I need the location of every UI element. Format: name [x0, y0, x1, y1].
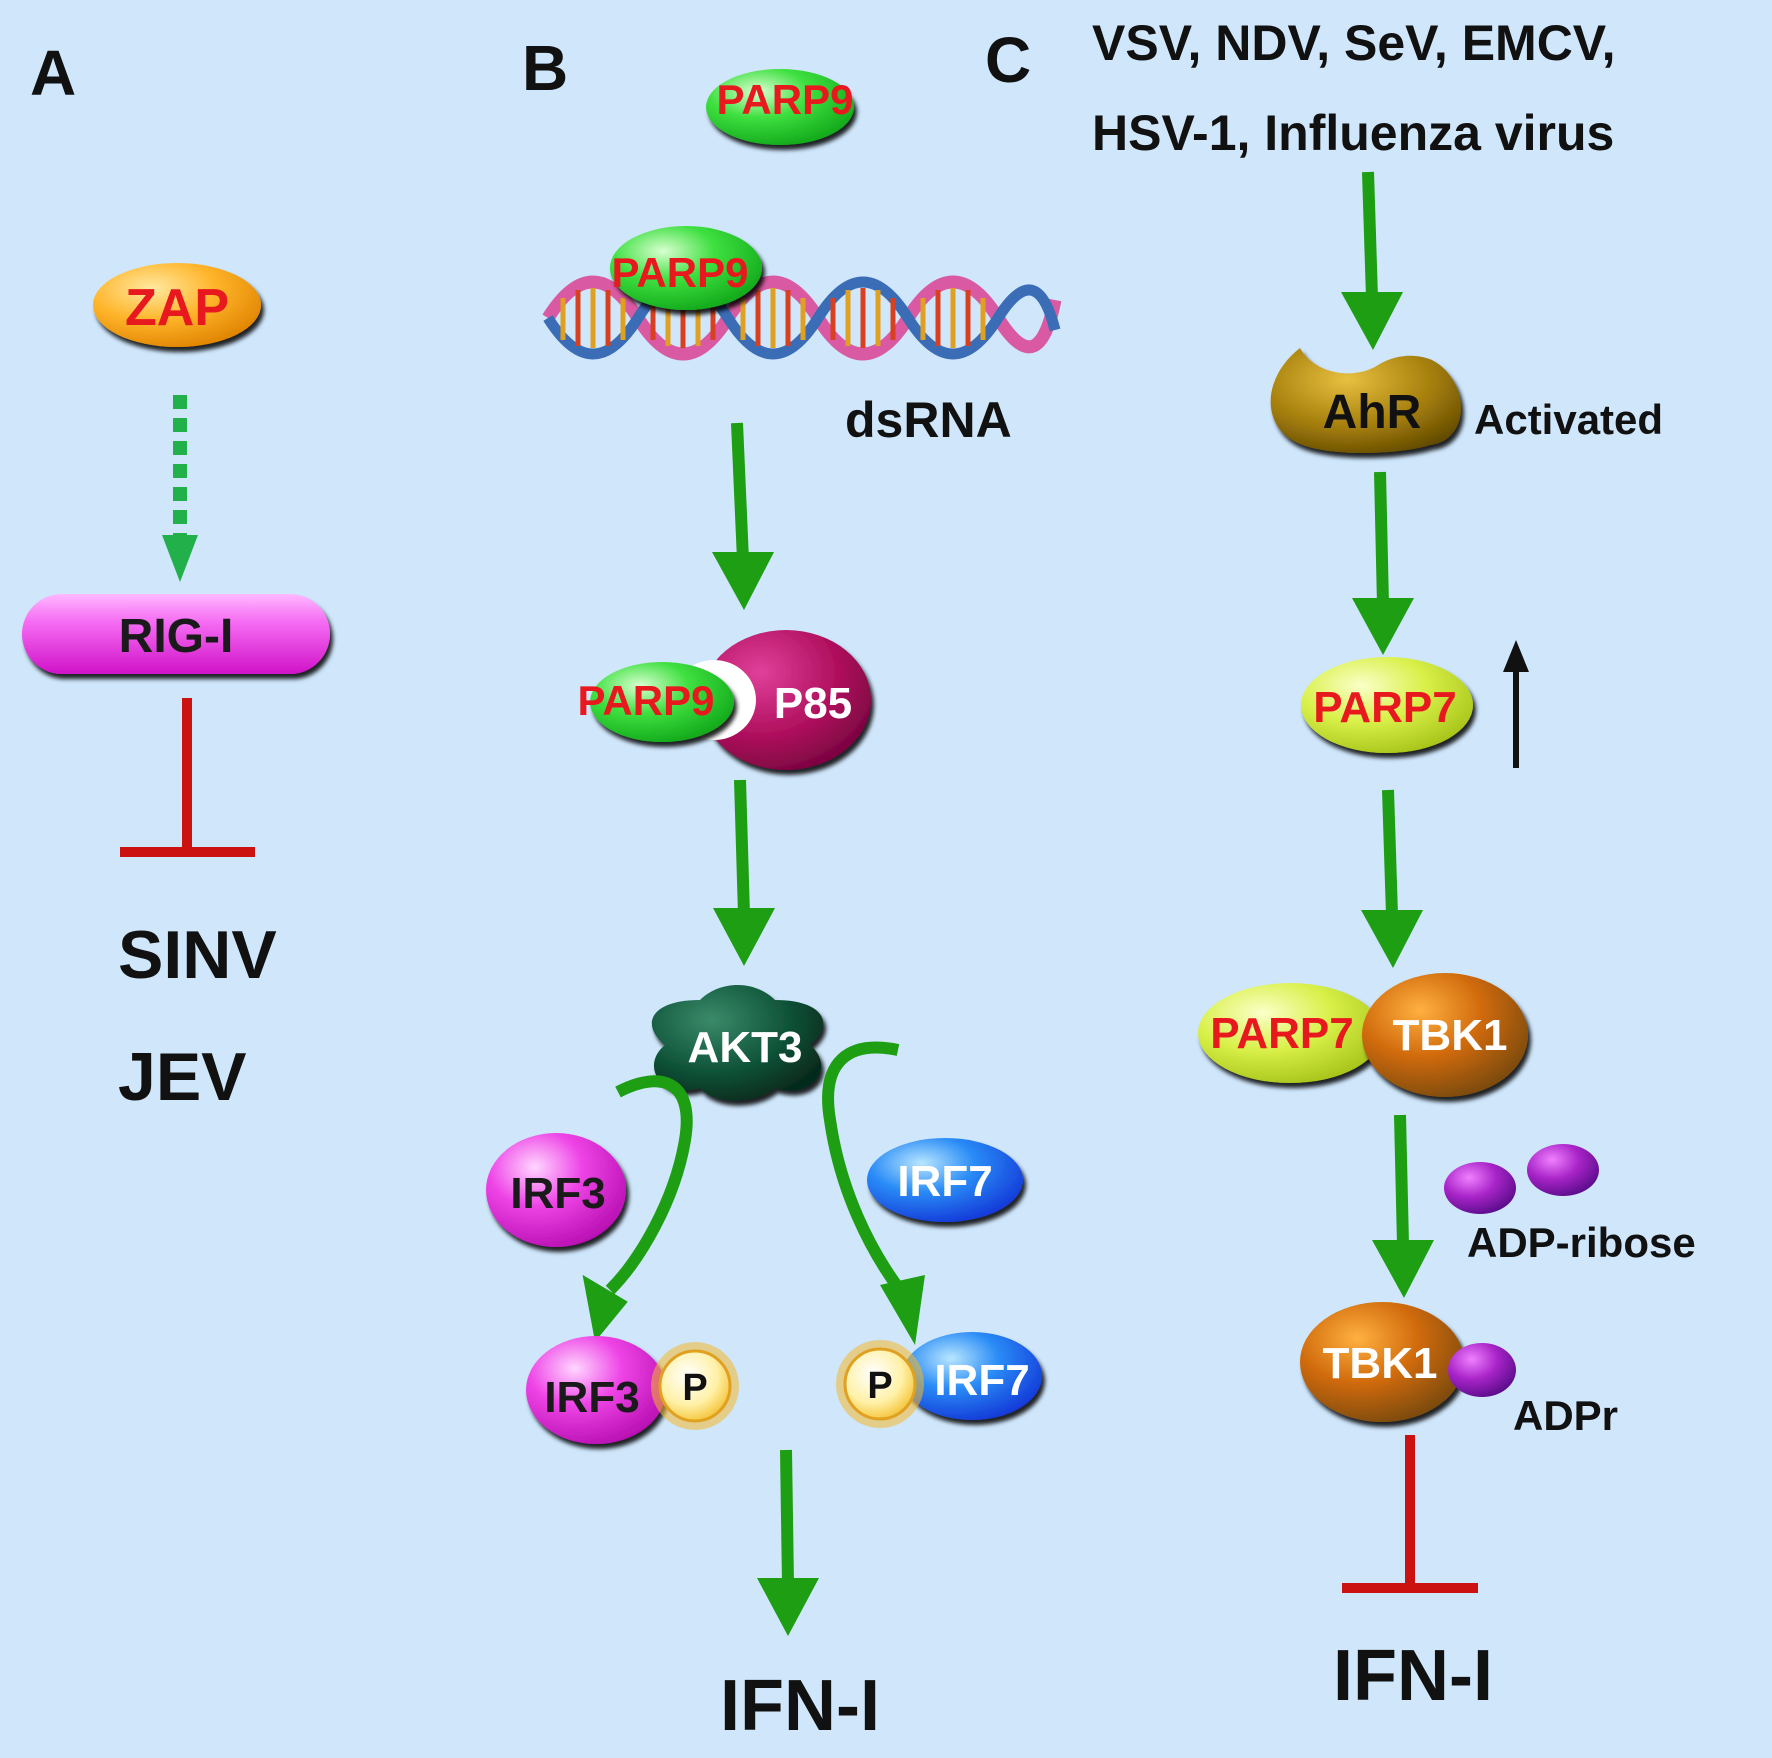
- rig-i-protein: RIG-I: [22, 594, 330, 674]
- activated-label: Activated: [1474, 396, 1663, 443]
- zap-label: ZAP: [125, 279, 229, 337]
- tbk1-adpr-complex: TBK1: [1300, 1302, 1516, 1422]
- virus-jev-label: JEV: [118, 1039, 247, 1115]
- parp7-protein: PARP7: [1301, 657, 1473, 753]
- panel-a-letter: A: [30, 37, 76, 109]
- upregulation-arrow-icon: [1503, 640, 1529, 768]
- virus-list-line1: VSV, NDV, SeV, EMCV,: [1092, 15, 1615, 71]
- rigi-inhibition-bar: [120, 698, 255, 857]
- dsrna-label: dsRNA: [845, 392, 1012, 448]
- tbk1-complex-label: TBK1: [1393, 1011, 1508, 1060]
- phosphate-label: P: [682, 1367, 707, 1409]
- phosphate-icon: P: [651, 1342, 739, 1430]
- parp9-complex-label: PARP9: [578, 677, 715, 724]
- arrow-complex-to-tbk1: [1372, 1114, 1434, 1298]
- parp9-bound-label: PARP9: [612, 249, 749, 296]
- irf7-label: IRF7: [897, 1157, 992, 1206]
- irf3-phosphorylated: IRF3 P: [526, 1336, 739, 1444]
- arrow-p85-to-akt3: [713, 779, 775, 966]
- phosphate-label: P: [867, 1365, 892, 1407]
- zap-protein: ZAP: [93, 263, 261, 347]
- irf7-p-label: IRF7: [934, 1356, 1029, 1405]
- arrow-parp7-to-tbk1: [1361, 789, 1423, 968]
- virus-list-line2: HSV-1, Influenza virus: [1092, 105, 1614, 161]
- parp7-label: PARP7: [1313, 683, 1456, 732]
- irf3-protein: IRF3: [486, 1133, 626, 1247]
- ahr-label: AhR: [1323, 386, 1422, 439]
- irf3-p-label: IRF3: [544, 1373, 639, 1422]
- zap-to-rigi-dashed-arrow: [162, 395, 198, 582]
- adpr-label: ADPr: [1513, 1392, 1618, 1439]
- curved-arrow-irf3-phosphorylation: [582, 1075, 693, 1342]
- parp9-free-protein: PARP9: [706, 69, 854, 145]
- arrow-to-ifn-b: [757, 1449, 819, 1636]
- dsrna-helix: [542, 275, 1062, 361]
- irf7-protein: IRF7: [867, 1138, 1023, 1222]
- parp9-free-label: PARP9: [717, 76, 854, 123]
- irf3-label: IRF3: [510, 1169, 605, 1218]
- ifn-i-output-c: IFN-I: [1333, 1636, 1493, 1716]
- phosphate-icon: P: [836, 1340, 924, 1428]
- ifn-i-output-b: IFN-I: [720, 1666, 880, 1746]
- arrow-virus-to-ahr: [1341, 171, 1403, 350]
- panel-c-letter: C: [985, 24, 1031, 96]
- panel-b-letter: B: [522, 32, 568, 104]
- arrow-dsrna-to-p85: [712, 422, 774, 610]
- panel-b: B PARP9: [486, 32, 1062, 1746]
- arrow-ahr-to-parp7: [1352, 471, 1414, 655]
- p85-label: P85: [774, 679, 852, 728]
- adp-ribose-label: ADP-ribose: [1467, 1219, 1696, 1266]
- parp9-bound-protein: PARP9: [610, 226, 762, 310]
- tbk1-modified-label: TBK1: [1323, 1339, 1438, 1388]
- panel-c: C VSV, NDV, SeV, EMCV, HSV-1, Influenza …: [985, 15, 1696, 1716]
- virus-sinv-label: SINV: [118, 917, 277, 993]
- akt3-label: AKT3: [688, 1023, 803, 1072]
- parp9-complex-protein: PARP9: [578, 662, 734, 742]
- parp7-tbk1-complex: PARP7 TBK1: [1198, 973, 1528, 1097]
- panel-a: A ZAP RIG-I SINV JEV: [22, 37, 330, 1115]
- adp-ribose-molecules: [1444, 1144, 1599, 1214]
- curved-arrow-irf7-phosphorylation: [822, 1041, 925, 1345]
- irf7-phosphorylated: IRF7 P: [836, 1332, 1042, 1428]
- rig-i-label: RIG-I: [119, 610, 234, 663]
- akt3-protein: AKT3: [651, 985, 824, 1101]
- tbk1-inhibition-bar: [1342, 1435, 1478, 1593]
- ahr-receptor: AhR: [1270, 348, 1461, 454]
- parp7-complex-label: PARP7: [1210, 1009, 1353, 1058]
